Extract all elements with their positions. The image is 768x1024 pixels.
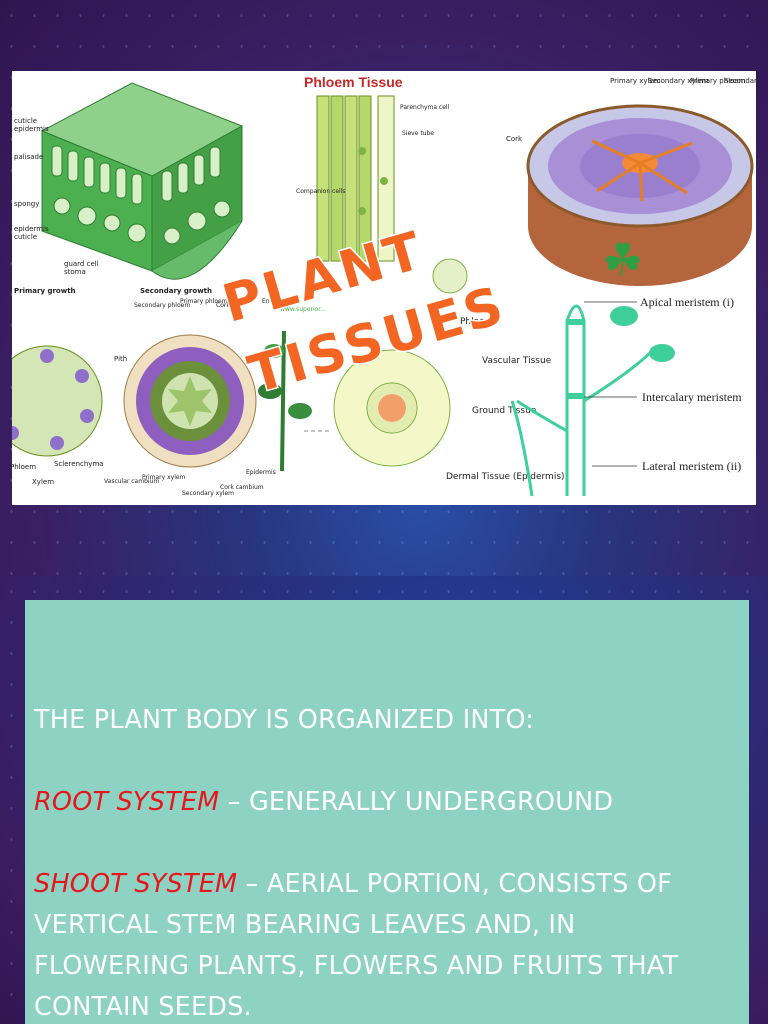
phloem-label-0: Parenchyma cell: [400, 104, 450, 111]
content-text-box: The plant body is organized into: Root s…: [25, 600, 749, 1024]
growth-label-secondary: Secondary growth: [140, 287, 212, 295]
root-system-term: Root system: [34, 787, 220, 817]
slide-bottom: The plant body is organized into: Root s…: [0, 576, 768, 1024]
stem-label-2: Primary phloem: [690, 77, 746, 85]
meristem-label-apical: Apical meristem (i): [640, 295, 734, 309]
root-system-paragraph: Root system – generally underground: [34, 782, 734, 823]
leaf-label-6: guard cell: [64, 260, 99, 268]
stem-label-4: Cork: [506, 135, 523, 143]
stem-label-0: Primary xylem: [610, 77, 661, 85]
root-label-phloem: Phloem: [12, 463, 36, 471]
leaf-label-3: spongy: [14, 200, 39, 208]
leaf-label-0: cuticle: [14, 117, 37, 125]
secondary-growth-illustration: [123, 334, 257, 468]
secondary-label-6: Cork cambium: [220, 484, 264, 491]
seedling-illustration: [258, 330, 330, 472]
growth-label-primary: Primary growth: [14, 287, 76, 295]
woody-stem-illustration: ☘: [526, 104, 754, 286]
tissue-label-ground: Ground Tissue: [472, 406, 537, 416]
website-label: www.superior...: [280, 306, 326, 313]
phloem-label-2: Companion cells: [296, 188, 346, 195]
root-label-pith: Pith: [114, 355, 127, 363]
phloem-label-1: Sieve tube: [402, 130, 434, 137]
shoot-system-paragraph: Shoot system – aerial portion, consists …: [34, 864, 734, 1024]
leaf-label-1: epidermis: [14, 125, 49, 133]
collage-graphic: cuticle epidermis palisade spongy epider…: [12, 74, 756, 497]
stem-label-1: Secondary xylem: [648, 77, 709, 85]
secondary-label-2: Cork: [216, 302, 230, 309]
secondary-label-4: Primary xylem: [142, 474, 186, 481]
leaf-cross-section-illustration: [40, 82, 244, 280]
stem-label-3: Secondary phloem: [724, 77, 756, 85]
secondary-label-0: Secondary phloem: [134, 302, 190, 309]
secondary-label-5: Secondary xylem: [182, 490, 234, 497]
secondary-label-3: Vascular cambium: [104, 478, 159, 485]
meristem-illustration: [510, 304, 654, 497]
shoot-system-description: – aerial portion, consists of vertical s…: [34, 869, 679, 1022]
tissue-label-phloem: Phloem: [460, 317, 493, 327]
leaf-label-5: cuticle: [14, 233, 37, 241]
root-cross-section-illustration: [12, 345, 103, 457]
tissue-label-vascular: Vascular Tissue: [482, 356, 552, 366]
meristem-label-intercalary: Intercalary meristem: [642, 390, 742, 404]
leaf-label-7: stoma: [64, 268, 86, 276]
intro-text: The plant body is organized into:: [34, 705, 535, 735]
slide-top: cuticle epidermis palisade spongy epider…: [0, 0, 768, 576]
phloem-heading: Phloem Tissue: [304, 74, 403, 90]
root-label-sclerenchyma: Sclerenchyma: [54, 460, 104, 468]
shamrock-icon: ☘: [602, 234, 643, 286]
tissue-system-illustration: [333, 258, 468, 467]
secondary-label-1: Primary phloem: [180, 298, 228, 305]
root-label-xylem: Xylem: [32, 478, 54, 486]
plant-tissues-collage: cuticle epidermis palisade spongy epider…: [12, 71, 756, 505]
secondary-label-7: Epidermis: [246, 469, 276, 476]
phloem-tissue-illustration: [316, 95, 395, 262]
tissue-label-endodermis: Endodermis: [262, 298, 298, 305]
root-system-description: – generally underground: [219, 787, 614, 817]
meristem-label-lateral: Lateral meristem (ii): [642, 459, 741, 473]
meristem-leaves: [567, 306, 675, 399]
tissue-label-dermal: Dermal Tissue (Epidermis): [446, 472, 565, 482]
leaf-label-2: palisade: [14, 153, 43, 161]
shoot-system-term: Shoot system: [34, 869, 238, 899]
leaf-label-4: epidermis: [14, 225, 49, 233]
